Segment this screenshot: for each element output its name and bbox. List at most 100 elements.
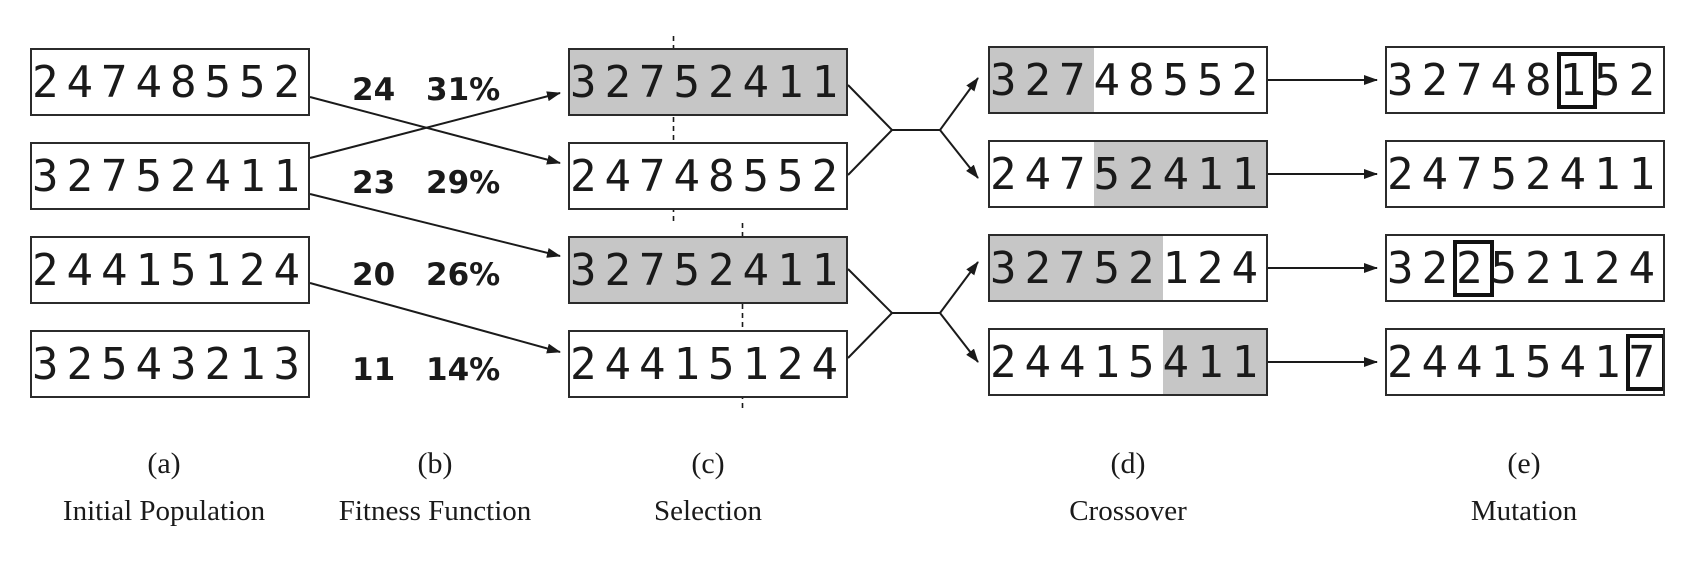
gene-digit: 1 <box>1197 336 1232 388</box>
gene-digit: 2 <box>239 244 274 296</box>
gene-digit: 4 <box>1024 148 1059 200</box>
gene-digit: 4 <box>604 338 639 390</box>
fitness-percent-2: 29% <box>426 165 501 201</box>
gene-digit: 2 <box>1421 54 1456 106</box>
gene-digit: 5 <box>1490 242 1525 294</box>
gene-digit: 2 <box>273 56 308 108</box>
gene-digit: 1 <box>273 150 308 202</box>
gene-digit: 7 <box>101 56 136 108</box>
mutated-gene-digit: 2 <box>1453 239 1494 297</box>
caption-crossover: Crossover <box>1069 495 1187 527</box>
gene-digit: 2 <box>1594 242 1629 294</box>
fitness-score-1: 24 <box>352 72 396 108</box>
gene-digit: 2 <box>777 338 812 390</box>
crossover-connector-1-in-top <box>847 84 893 131</box>
gene-digit: 4 <box>1456 336 1491 388</box>
crossover-connector-2-in-top <box>847 268 893 314</box>
gene-digit: 5 <box>170 244 205 296</box>
gene-digit: 7 <box>639 244 674 296</box>
gene-digit: 4 <box>1628 242 1663 294</box>
gene-digit: 4 <box>1162 336 1197 388</box>
gene-digit: 1 <box>777 56 812 108</box>
gene-digit: 1 <box>1594 336 1629 388</box>
gene-digit: 2 <box>1628 54 1663 106</box>
gene-digit: 1 <box>1162 242 1197 294</box>
gene-digit: 5 <box>101 338 136 390</box>
gene-digit: 2 <box>990 148 1025 200</box>
gene-digit: 5 <box>673 244 708 296</box>
gene-digit: 3 <box>273 338 308 390</box>
gene-digit: 1 <box>1559 242 1594 294</box>
crossover-connector-1-in-bottom <box>847 129 893 176</box>
crossover-connector-2-in-bottom <box>847 312 893 359</box>
fitness-percent-4: 14% <box>426 352 501 388</box>
gene-digit: 1 <box>1594 148 1629 200</box>
gene-digit: 1 <box>1231 336 1266 388</box>
gene-digit: 7 <box>639 150 674 202</box>
gene-digit: 2 <box>1387 336 1422 388</box>
gene-digit: 3 <box>170 338 205 390</box>
gene-digit: 5 <box>1594 54 1629 106</box>
gene-digit: 1 <box>204 244 239 296</box>
gene-digit: 5 <box>135 150 170 202</box>
gene-digit: 2 <box>1024 54 1059 106</box>
gene-digit: 7 <box>1456 54 1491 106</box>
fitness-percent-3: 26% <box>426 257 501 293</box>
gene-digit: 2 <box>66 338 101 390</box>
crossover-connector-2-out-bottom <box>939 312 979 363</box>
gene-digit: 4 <box>1490 54 1525 106</box>
gene-digit: 5 <box>1093 242 1128 294</box>
gene-digit: 1 <box>239 150 274 202</box>
gene-digit: 5 <box>1197 54 1232 106</box>
gene-digit: 2 <box>708 244 743 296</box>
gene-digit: 7 <box>1456 148 1491 200</box>
gene-digit: 1 <box>811 56 846 108</box>
caption-initial-population: Initial Population <box>62 495 266 527</box>
gene-digit: 2 <box>1525 148 1560 200</box>
fitness-score-2: 23 <box>352 165 396 201</box>
gene-digit: 2 <box>1128 148 1163 200</box>
gene-digit: 3 <box>32 338 67 390</box>
caption-fitness-function: Fitness Function <box>338 495 532 527</box>
gene-digit: 1 <box>1231 148 1266 200</box>
selection-arrow-4 <box>309 282 561 354</box>
gene-digit: 5 <box>1093 148 1128 200</box>
gene-digit: 2 <box>1128 242 1163 294</box>
gene-digit: 2 <box>204 338 239 390</box>
gene-digit: 4 <box>1559 336 1594 388</box>
gene-digit: 5 <box>1128 336 1163 388</box>
label-b: (b) <box>417 447 453 480</box>
gene-digit: 5 <box>239 56 274 108</box>
gene-digit: 4 <box>1024 336 1059 388</box>
gene-digit: 4 <box>1421 148 1456 200</box>
gene-digit: 4 <box>742 56 777 108</box>
gene-digit: 4 <box>1421 336 1456 388</box>
gene-digit: 8 <box>170 56 205 108</box>
gene-digit: 4 <box>1059 336 1094 388</box>
gene-digit: 8 <box>1525 54 1560 106</box>
gene-digit: 8 <box>1128 54 1163 106</box>
gene-digit: 2 <box>811 150 846 202</box>
